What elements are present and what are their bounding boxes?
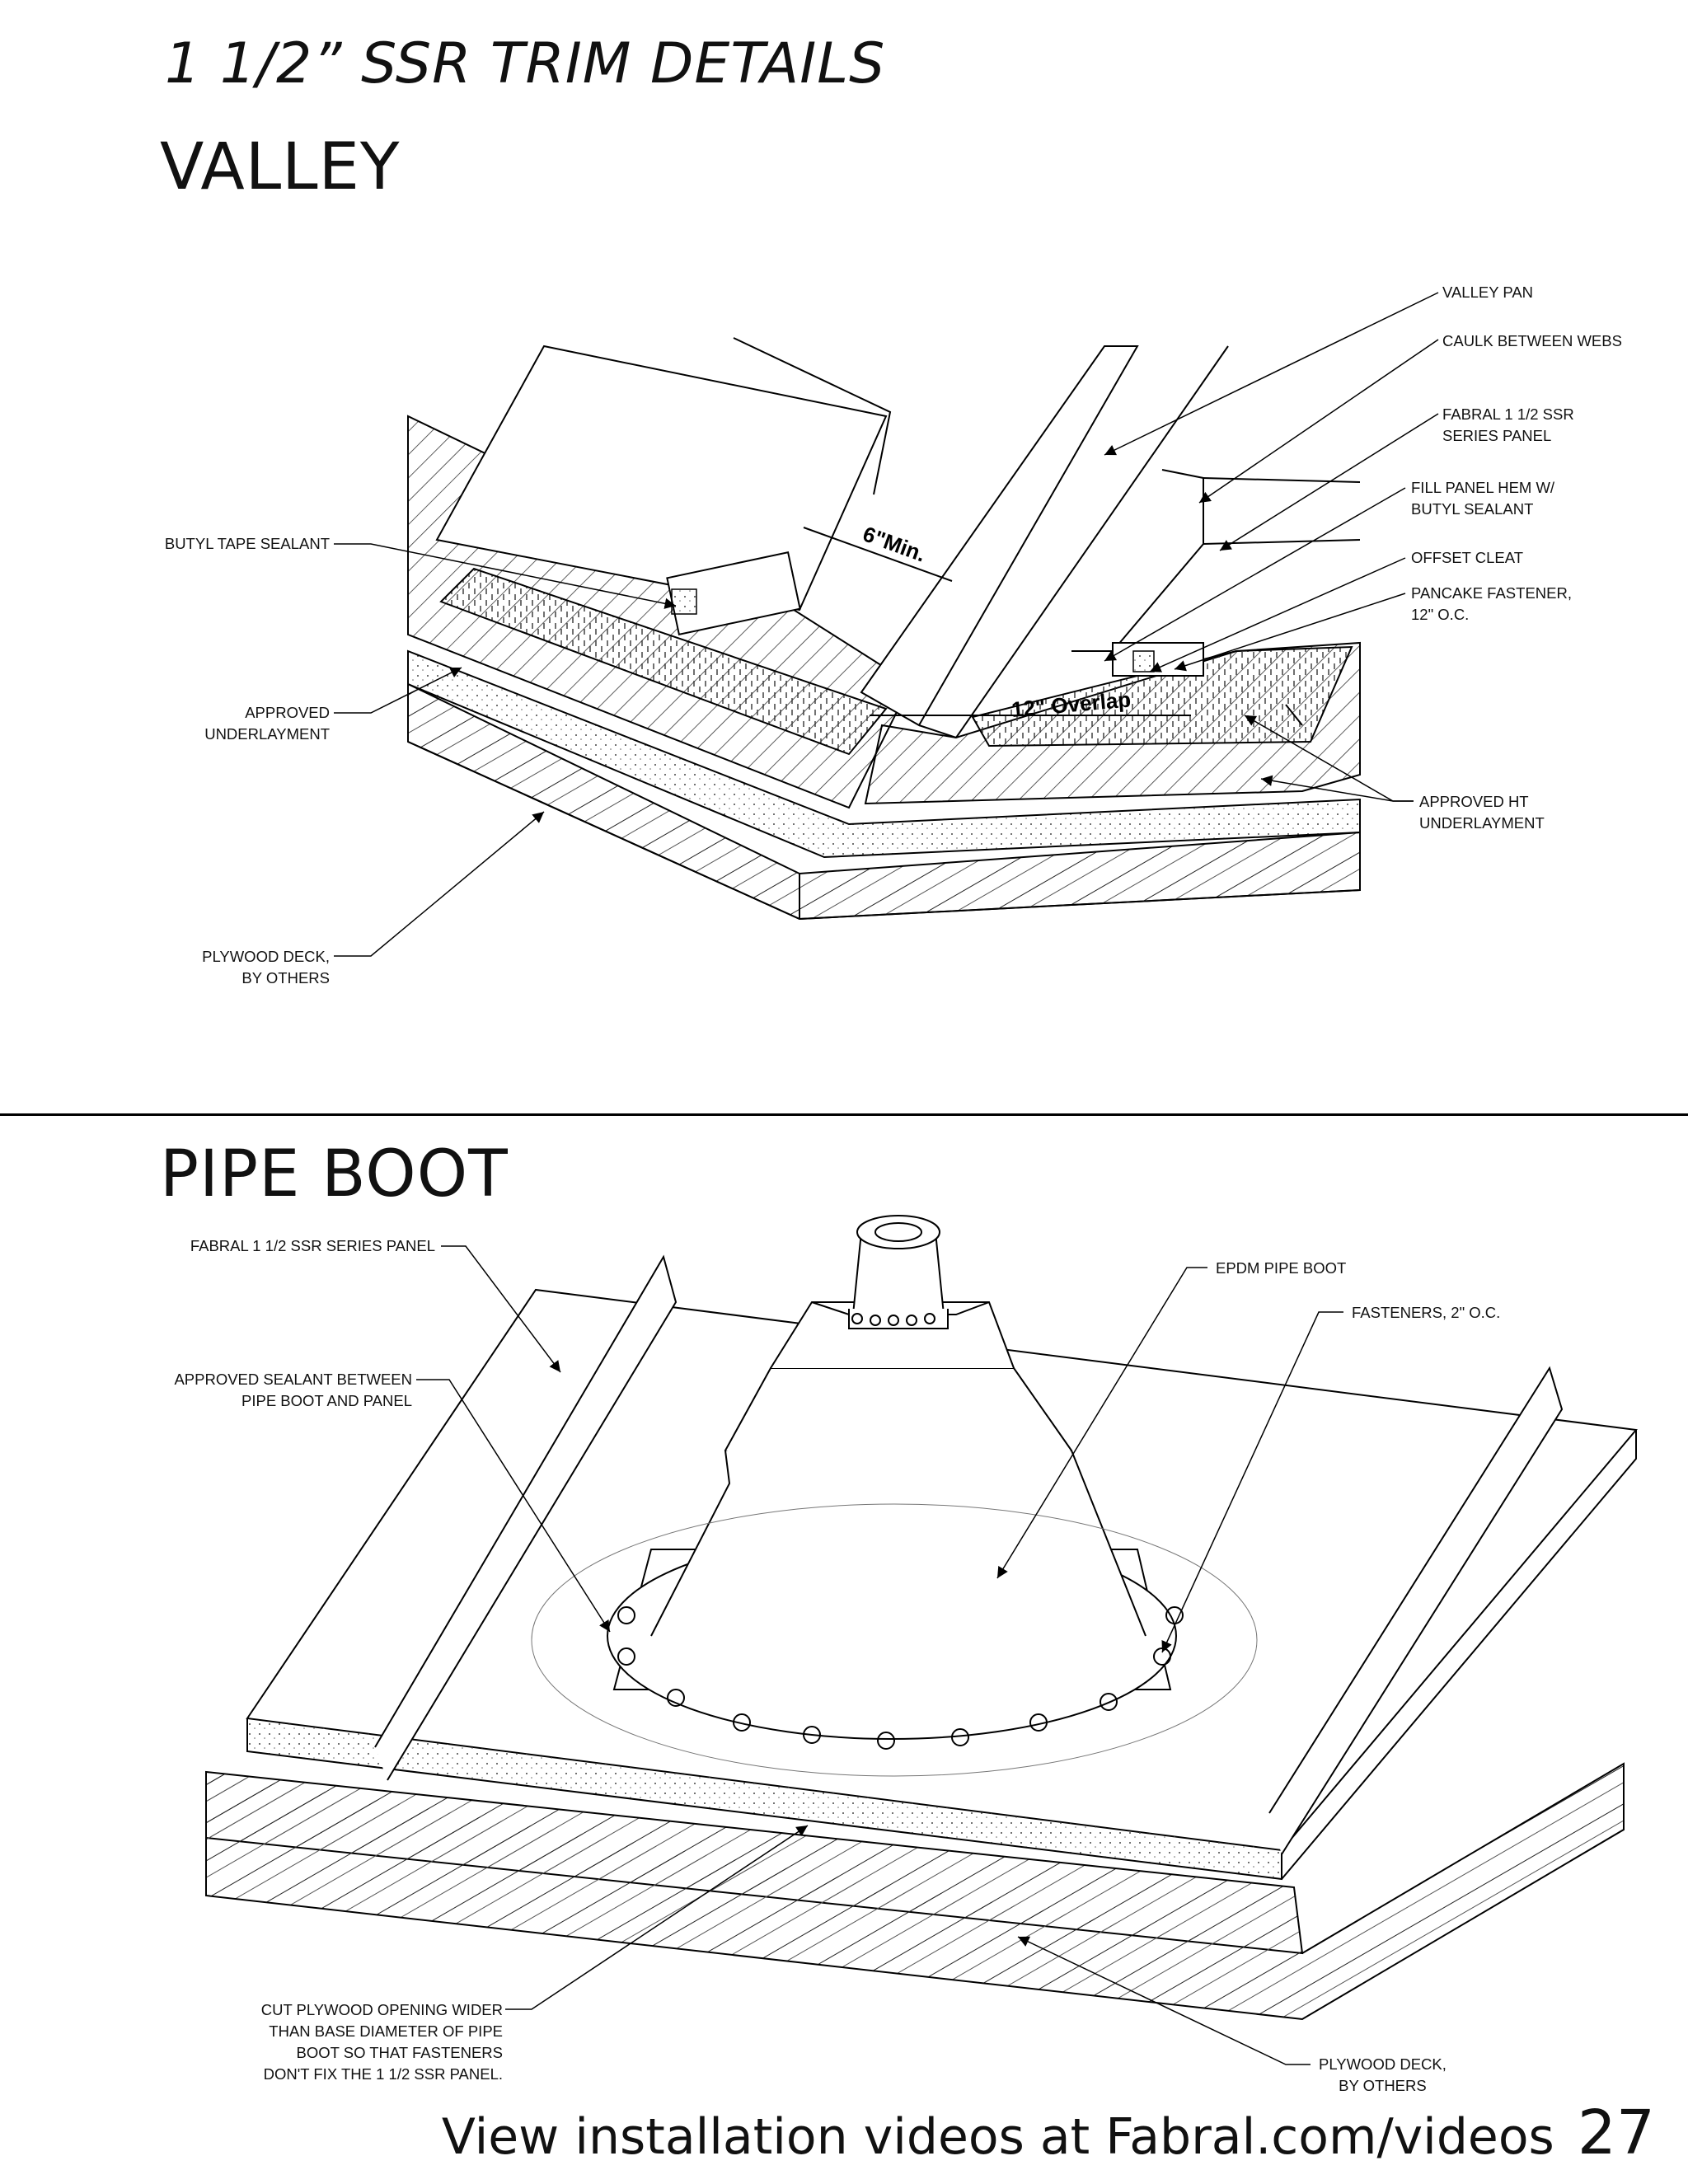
label-fabral-panel-line1: FABRAL 1 1/2 SSR (1442, 405, 1574, 423)
valley-leaders (334, 292, 1439, 957)
pipe-boot-detail (205, 1215, 1638, 2021)
label-caulk-between-webs: CAULK BETWEEN WEBS (1442, 332, 1622, 349)
label-offset-cleat: OFFSET CLEAT (1411, 549, 1524, 566)
label-fill-panel-hem-line1: FILL PANEL HEM W/ (1411, 479, 1555, 496)
label-pancake-fastener: PANCAKE FASTENER, 12" O.C. (1411, 583, 1572, 626)
valley-detail (407, 337, 1361, 921)
label-fabral-panel: FABRAL 1 1/2 SSR SERIES PANEL (1442, 404, 1574, 447)
label-pipe-plywood-line1: PLYWOOD DECK, (1319, 2055, 1447, 2073)
label-pipe-plywood-deck: PLYWOOD DECK, BY OTHERS (1319, 2054, 1447, 2097)
label-fill-panel-hem: FILL PANEL HEM W/ BUTYL SEALANT (1411, 477, 1554, 520)
label-valley-plywood-line2: BY OTHERS (241, 969, 330, 987)
label-epdm-pipe-boot: EPDM PIPE BOOT (1216, 1259, 1347, 1277)
label-cut-plywood-line1: CUT PLYWOOD OPENING WIDER (260, 2001, 503, 2018)
label-approved-sealant-line2: PIPE BOOT AND PANEL (241, 1392, 412, 1409)
section-divider (0, 1113, 1688, 1116)
label-cut-plywood-line4: DON'T FIX THE 1 1/2 SSR PANEL. (263, 2065, 503, 2083)
footer-videos-link-text: View installation videos at Fabral.com/v… (441, 2108, 1554, 2166)
label-valley-plywood-deck: PLYWOOD DECK, BY OTHERS (202, 946, 330, 989)
label-approved-ht-underlayment: APPROVED HT UNDERLAYMENT (1419, 791, 1545, 834)
label-approved-sealant-line1: APPROVED SEALANT BETWEEN (174, 1371, 412, 1388)
label-pancake-fastener-line1: PANCAKE FASTENER, (1411, 584, 1572, 602)
label-cut-plywood-line3: BOOT SO THAT FASTENERS (296, 2044, 504, 2061)
label-approved-underlayment: APPROVED UNDERLAYMENT (204, 702, 330, 745)
label-fill-panel-hem-line2: BUTYL SEALANT (1411, 500, 1534, 518)
pipe-boot-leaders (416, 1245, 1343, 2065)
label-fabral-panel-line2: SERIES PANEL (1442, 427, 1552, 444)
label-butyl-tape: BUTYL TAPE SEALANT (164, 535, 330, 552)
label-fasteners: FASTENERS, 2" O.C. (1352, 1304, 1501, 1321)
label-approved-ht-line1: APPROVED HT (1419, 793, 1529, 810)
page-title: 1 1/2” SSR TRIM DETAILS (165, 31, 886, 96)
label-pipe-fabral-panel: FABRAL 1 1/2 SSR SERIES PANEL (190, 1237, 435, 1254)
label-pancake-fastener-line2: 12" O.C. (1411, 606, 1470, 623)
footer: View installation videos at Fabral.com/v… (442, 2097, 1655, 2168)
label-valley-plywood-line1: PLYWOOD DECK, (202, 948, 330, 965)
label-approved-sealant: APPROVED SEALANT BETWEEN PIPE BOOT AND P… (174, 1369, 412, 1412)
page-number: 27 (1577, 2097, 1655, 2168)
pipe-boot-section-title: PIPE BOOT (160, 1137, 509, 1212)
label-approved-underlayment-line2: UNDERLAYMENT (204, 725, 330, 743)
label-approved-underlayment-line1: APPROVED (245, 704, 330, 721)
label-valley-pan: VALLEY PAN (1442, 284, 1534, 301)
label-cut-plywood-opening: CUT PLYWOOD OPENING WIDER THAN BASE DIAM… (261, 1999, 503, 2085)
label-approved-ht-line2: UNDERLAYMENT (1419, 814, 1545, 832)
label-cut-plywood-line2: THAN BASE DIAMETER OF PIPE (269, 2022, 503, 2040)
label-pipe-plywood-line2: BY OTHERS (1339, 2077, 1427, 2094)
valley-section-title: VALLEY (160, 130, 401, 204)
